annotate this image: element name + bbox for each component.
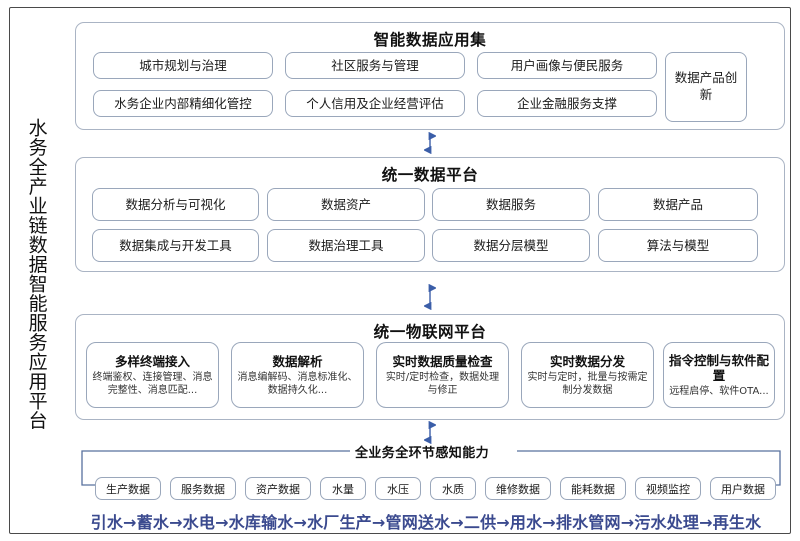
iot-feature-quality-check-desc: 实时/定时检查，数据处理与修正 — [385, 371, 500, 396]
app-box-community-service[interactable]: 社区服务与管理 — [285, 52, 465, 79]
perception-title: 全业务全环节感知能力 — [355, 446, 490, 461]
connector-app-to-data — [424, 131, 436, 155]
iot-feature-data-distribution[interactable]: 实时数据分发 实时与定时，批量与按需定制分发数据 — [521, 342, 654, 408]
perception-tag-maintenance-data[interactable]: 维修数据 — [485, 477, 551, 500]
app-box-financial-service[interactable]: 企业金融服务支撑 — [477, 90, 657, 117]
perception-tag-production-data[interactable]: 生产数据 — [95, 477, 161, 500]
section-app-set-title: 智能数据应用集 — [373, 31, 487, 49]
outer-frame — [9, 7, 791, 534]
data-box-integration-devtools[interactable]: 数据集成与开发工具 — [92, 229, 259, 262]
data-box-layered-model[interactable]: 数据分层模型 — [432, 229, 590, 262]
connector-iot-to-perception — [424, 421, 436, 445]
data-box-data-asset[interactable]: 数据资产 — [267, 188, 425, 221]
app-box-data-product-innovation-label: 数据产品创新 — [674, 70, 738, 102]
iot-feature-data-parsing[interactable]: 数据解析 消息编解码、消息标准化、数据持久化... — [231, 342, 364, 408]
perception-tag-user-data[interactable]: 用户数据 — [710, 477, 776, 500]
app-box-city-planning[interactable]: 城市规划与治理 — [93, 52, 273, 79]
perception-tag-service-data[interactable]: 服务数据 — [170, 477, 236, 500]
section-iot-platform-title: 统一物联网平台 — [373, 323, 487, 341]
data-box-governance-tools[interactable]: 数据治理工具 — [267, 229, 425, 262]
iot-feature-quality-check-title: 实时数据质量检查 — [392, 353, 493, 369]
iot-feature-terminal-access[interactable]: 多样终端接入 终端鉴权、连接管理、消息完整性、消息匹配... — [86, 342, 219, 408]
water-business-flow: 引水→蓄水→水电→水库输水→水厂生产→管网送水→二供→用水→排水管网→污水处理→… — [90, 513, 762, 532]
iot-feature-data-parsing-title: 数据解析 — [272, 353, 323, 369]
app-box-data-product-innovation[interactable]: 数据产品创新 — [665, 52, 747, 122]
iot-feature-command-control-title: 指令控制与软件配置 — [669, 352, 770, 383]
data-box-data-product[interactable]: 数据产品 — [598, 188, 758, 221]
perception-tag-water-volume[interactable]: 水量 — [320, 477, 366, 500]
perception-tag-energy-data[interactable]: 能耗数据 — [560, 477, 626, 500]
section-data-platform-title: 统一数据平台 — [381, 166, 479, 184]
iot-feature-terminal-access-desc: 终端鉴权、连接管理、消息完整性、消息匹配... — [92, 371, 213, 396]
iot-feature-command-control[interactable]: 指令控制与软件配置 远程启停、软件OTA... — [663, 342, 775, 408]
perception-tag-asset-data[interactable]: 资产数据 — [245, 477, 311, 500]
data-box-data-service[interactable]: 数据服务 — [432, 188, 590, 221]
iot-feature-data-distribution-title: 实时数据分发 — [549, 353, 625, 369]
perception-tag-video-surveillance[interactable]: 视频监控 — [635, 477, 701, 500]
iot-feature-quality-check[interactable]: 实时数据质量检查 实时/定时检查，数据处理与修正 — [376, 342, 509, 408]
app-box-credit-assessment[interactable]: 个人信用及企业经营评估 — [285, 90, 465, 117]
data-box-algorithm-model[interactable]: 算法与模型 — [598, 229, 758, 262]
iot-feature-data-distribution-desc: 实时与定时，批量与按需定制分发数据 — [527, 371, 648, 396]
app-box-enterprise-control[interactable]: 水务企业内部精细化管控 — [93, 90, 273, 117]
perception-tag-water-pressure[interactable]: 水压 — [375, 477, 421, 500]
connector-data-to-iot — [424, 283, 436, 311]
data-box-analysis-visualization[interactable]: 数据分析与可视化 — [92, 188, 259, 221]
perception-tag-water-quality[interactable]: 水质 — [430, 477, 476, 500]
iot-feature-terminal-access-title: 多样终端接入 — [114, 353, 190, 369]
iot-feature-command-control-desc: 远程启停、软件OTA... — [669, 385, 769, 397]
app-box-user-profile[interactable]: 用户画像与便民服务 — [477, 52, 657, 79]
platform-vertical-title: 水务全产业链数据智能服务应用平台 — [25, 118, 48, 430]
iot-feature-data-parsing-desc: 消息编解码、消息标准化、数据持久化... — [237, 371, 358, 396]
